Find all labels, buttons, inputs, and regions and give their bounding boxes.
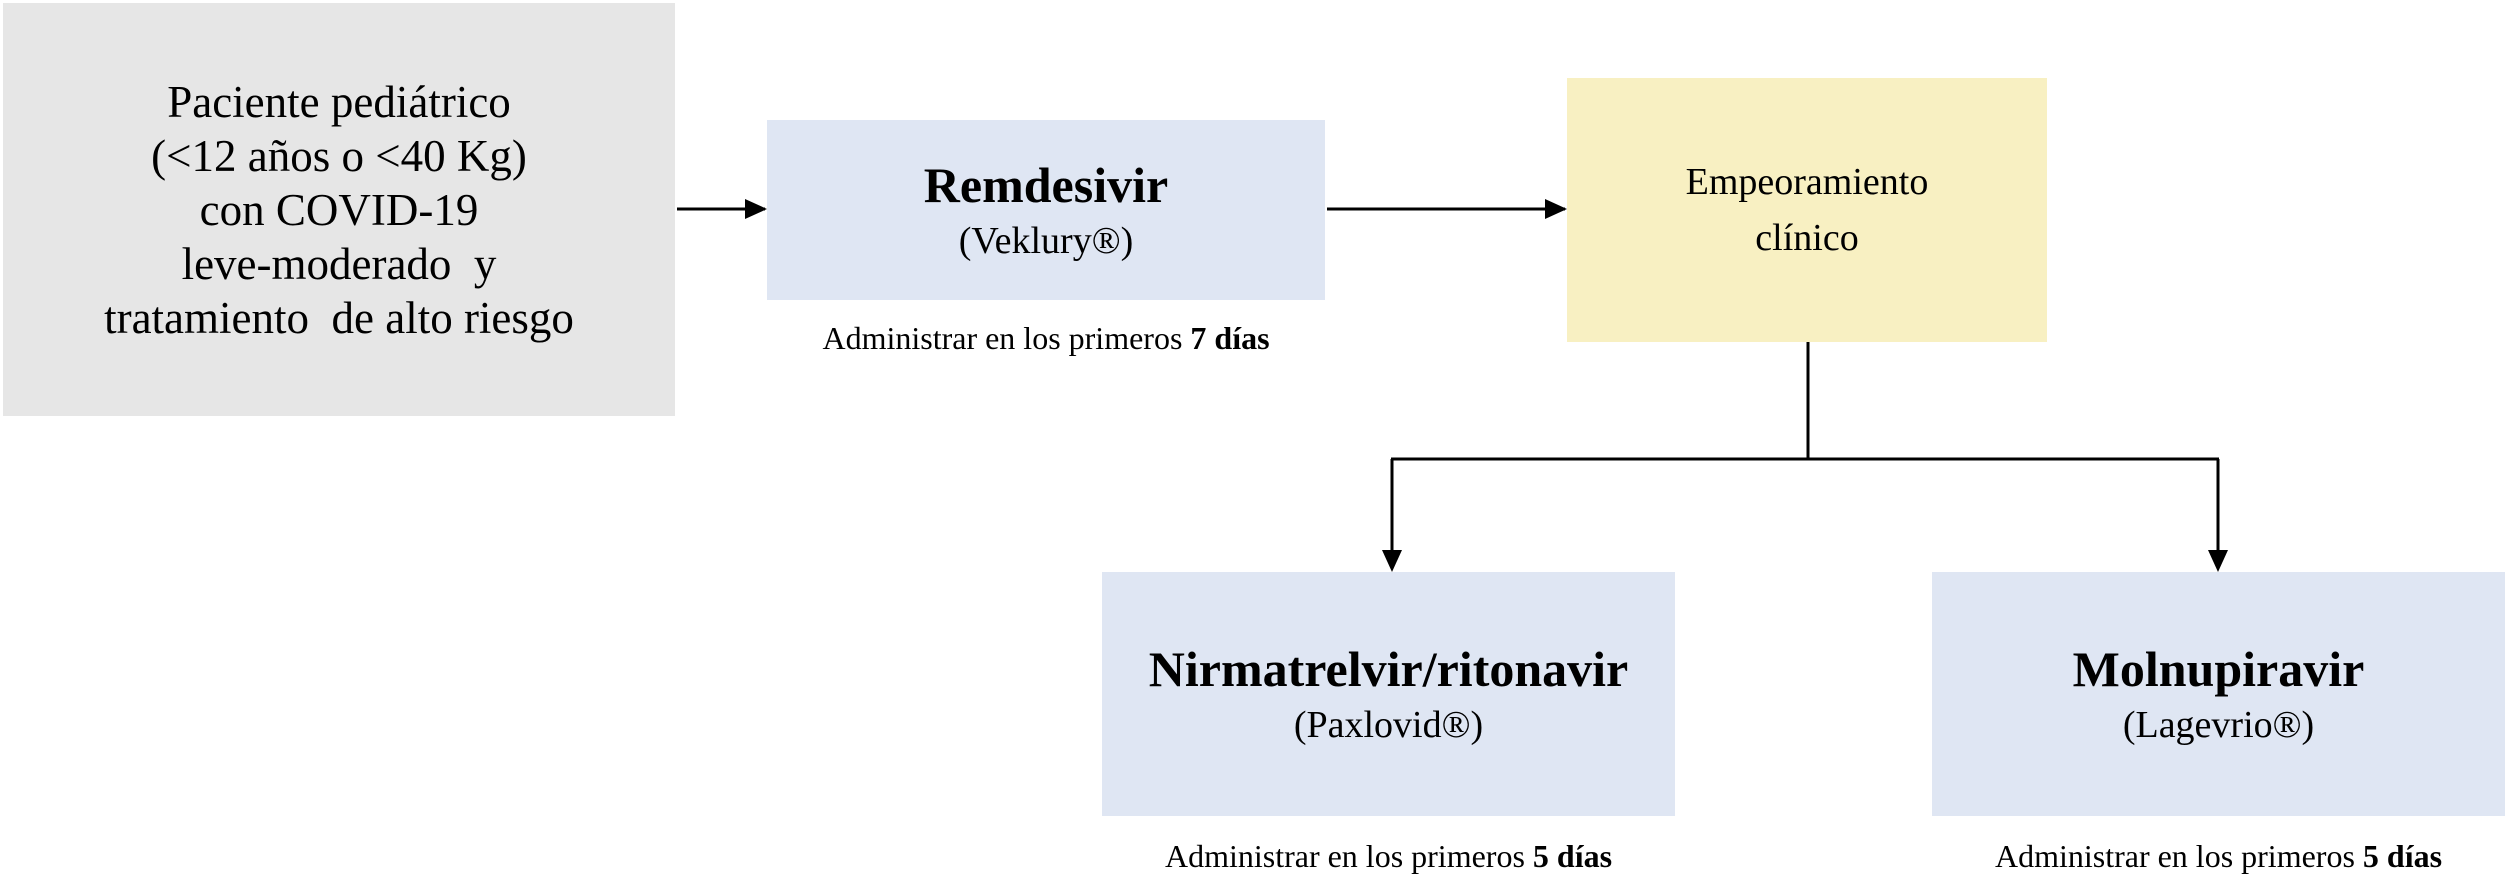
molnupiravir-box: Molnupiravir (Lagevrio®) [1932,572,2505,816]
nirmatrelvir-box: Nirmatrelvir/ritonavir (Paxlovid®) [1102,572,1675,816]
patient-line: Paciente pediátrico [167,76,511,127]
patient-line: tratamiento de alto riesgo [104,292,574,343]
patient-line: leve-moderado y [181,238,497,289]
patient-line: con COVID-19 [199,184,479,235]
arrowhead-molnupiravir [2208,550,2228,572]
note-days: 5 días [1532,838,1613,874]
note-days: 7 días [1190,320,1270,356]
note-days: 5 días [2362,838,2443,874]
patient-criteria-box: Paciente pediátrico (<12 años o <40 Kg) … [3,3,675,416]
remdesivir-brand: (Veklury®) [958,220,1134,262]
arrowhead-worsening [1545,199,1567,219]
arrowhead-remdesivir [745,199,767,219]
worsening-line: clínico [1755,217,1859,259]
nirmatrelvir-name: Nirmatrelvir/ritonavir [1148,641,1629,697]
molnupiravir-name: Molnupiravir [2072,641,2365,697]
remdesivir-name: Remdesivir [923,157,1169,213]
note-prefix: Administrar en los primeros [1994,838,2363,874]
worsening-line: Empeoramiento [1685,161,1929,203]
note-prefix: Administrar en los primeros [822,320,1191,356]
remdesivir-box: Remdesivir (Veklury®) [767,120,1325,300]
molnupiravir-administration-note: Administrar en los primeros 5 días [1932,836,2505,876]
nirmatrelvir-brand: (Paxlovid®) [1293,704,1484,746]
patient-line: (<12 años o <40 Kg) [151,130,527,181]
note-prefix: Administrar en los primeros [1164,838,1533,874]
clinical-worsening-box: Empeoramiento clínico [1567,78,2047,342]
molnupiravir-brand: (Lagevrio®) [2122,704,2315,746]
arrowhead-nirmatrelvir [1382,550,1402,572]
remdesivir-administration-note: Administrar en los primeros 7 días [767,318,1325,358]
nirmatrelvir-administration-note: Administrar en los primeros 5 días [1102,836,1675,876]
